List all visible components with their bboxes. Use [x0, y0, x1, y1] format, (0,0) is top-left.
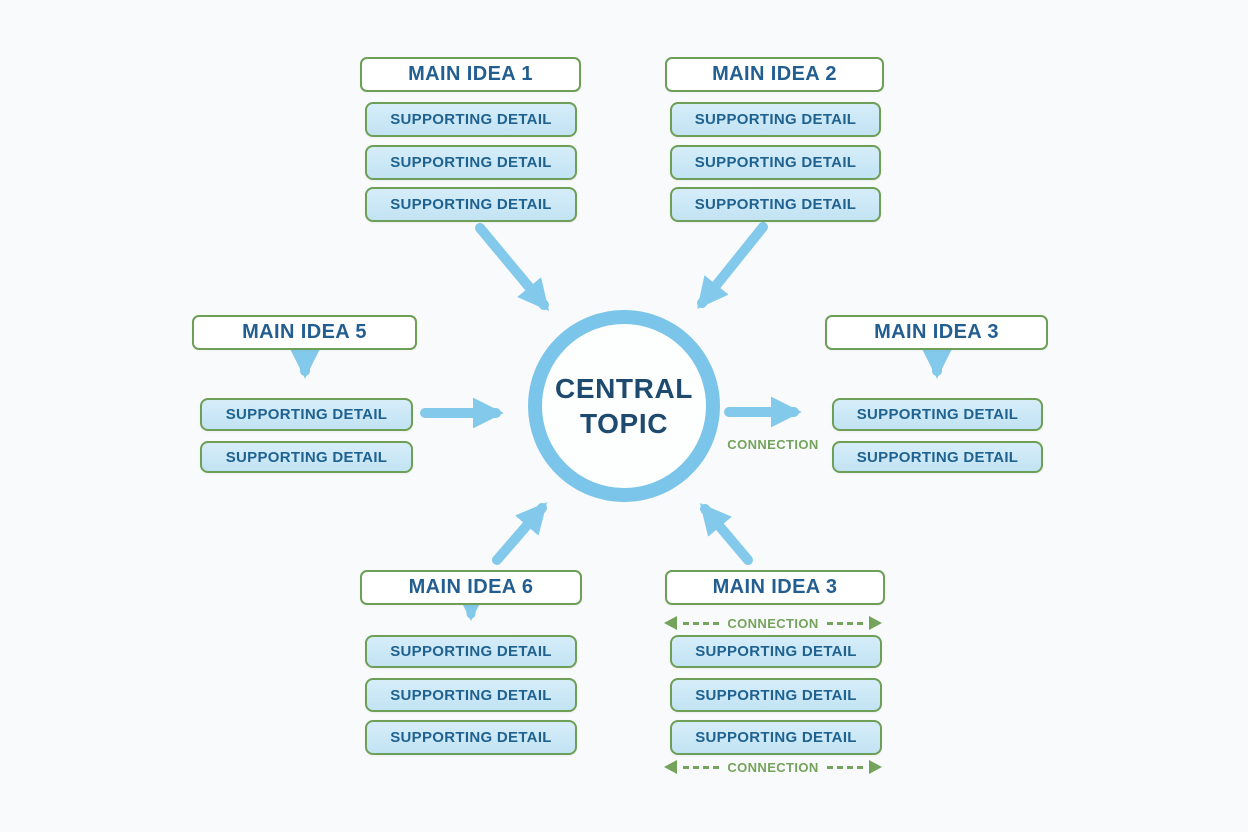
main-idea-2-title: MAIN IDEA 2 — [665, 57, 884, 92]
connection-row-top: CONNECTION — [664, 615, 883, 631]
connection-arrowhead-right-icon — [869, 616, 883, 630]
main-idea-5-detail-1: SUPPORTING DETAIL — [200, 398, 413, 431]
main-idea-6-detail-3: SUPPORTING DETAIL — [365, 720, 577, 755]
connection-label-bottom: CONNECTION — [727, 759, 819, 775]
connection-arrowhead-right-icon — [869, 760, 883, 774]
arrow-bottomright-to-center — [700, 503, 753, 565]
arrow-topleft-to-center — [475, 223, 549, 311]
main-idea-3-right-detail-1: SUPPORTING DETAIL — [832, 398, 1043, 431]
connection-label-midright: CONNECTION — [727, 437, 819, 452]
connection-row-bottom: CONNECTION — [664, 759, 883, 775]
central-topic-line2: TOPIC — [579, 408, 669, 439]
main-idea-3-right-title: MAIN IDEA 3 — [825, 315, 1048, 350]
main-idea-6-title: MAIN IDEA 6 — [360, 570, 582, 605]
main-idea-2-detail-3: SUPPORTING DETAIL — [670, 187, 881, 222]
connection-dash — [683, 765, 720, 769]
main-idea-3-bottom-detail-3: SUPPORTING DETAIL — [670, 720, 882, 755]
main-idea-1-title: MAIN IDEA 1 — [360, 57, 581, 92]
connection-dash — [826, 765, 864, 769]
connection-dash — [683, 621, 720, 625]
central-topic-node: CENTRAL TOPIC — [528, 310, 720, 502]
connection-arrowhead-left-icon — [664, 616, 677, 630]
main-idea-3-right-detail-2: SUPPORTING DETAIL — [832, 441, 1043, 473]
arrow-bottomleft-to-center — [492, 502, 548, 565]
connection-label-top: CONNECTION — [727, 615, 819, 631]
main-idea-2-detail-1: SUPPORTING DETAIL — [670, 102, 881, 137]
central-topic-line1: CENTRAL — [555, 373, 693, 404]
main-idea-3-bottom-detail-1: SUPPORTING DETAIL — [670, 635, 882, 668]
main-idea-3-bottom-title: MAIN IDEA 3 — [665, 570, 885, 605]
main-idea-6-detail-1: SUPPORTING DETAIL — [365, 635, 577, 668]
main-idea-3-bottom-detail-2: SUPPORTING DETAIL — [670, 678, 882, 712]
connection-dash — [826, 621, 864, 625]
main-idea-6-detail-2: SUPPORTING DETAIL — [365, 678, 577, 712]
arrow-topright-to-center — [697, 222, 768, 310]
main-idea-5-detail-2: SUPPORTING DETAIL — [200, 441, 413, 473]
main-idea-1-detail-2: SUPPORTING DETAIL — [365, 145, 577, 180]
main-idea-1-detail-1: SUPPORTING DETAIL — [365, 102, 577, 137]
connection-arrowhead-left-icon — [664, 760, 677, 774]
main-idea-2-detail-2: SUPPORTING DETAIL — [670, 145, 881, 180]
main-idea-1-detail-3: SUPPORTING DETAIL — [365, 187, 577, 222]
main-idea-5-title: MAIN IDEA 5 — [192, 315, 417, 350]
